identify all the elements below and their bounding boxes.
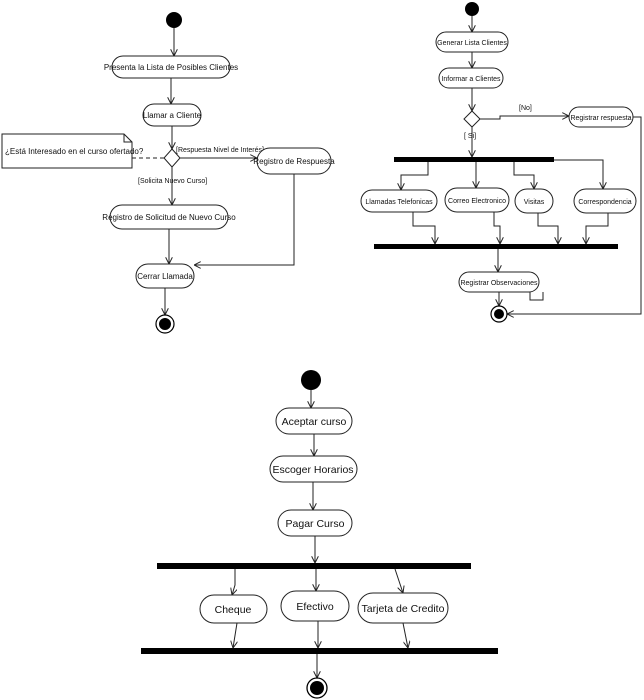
flow-edge: [529, 292, 544, 301]
flow-edge: [480, 116, 569, 120]
final-node-inner: [310, 681, 324, 695]
action-register-notes-label: Registrar Observaciones: [460, 280, 538, 287]
flow-edge: [554, 159, 603, 189]
action-cash: [280, 590, 350, 622]
flow-edge: [493, 212, 500, 244]
join-bar: [374, 244, 618, 249]
flow-edge: [513, 162, 534, 189]
guard-no: [No]: [519, 105, 532, 112]
guard-new-course: [Solicita Nuevo Curso]: [138, 178, 207, 185]
action-inform-clients: [438, 67, 504, 89]
action-inform-clients-label: Informar a Clientes: [441, 76, 501, 83]
flow-edge: [194, 174, 295, 265]
initial-node: [465, 2, 479, 16]
fork-bar: [394, 157, 554, 162]
action-choose-schedule-label: Escoger Horarios: [272, 464, 353, 476]
final-node-inner: [159, 318, 171, 330]
diagram-contact-clients: Presenta la Lista de Posibles Clientes L…: [1, 12, 335, 334]
guard-yes: [ Si]: [464, 133, 476, 140]
final-node-outer: [306, 677, 328, 699]
flow-edge: [394, 568, 403, 593]
action-call-client-label: Llamar a Cliente: [143, 111, 202, 120]
flow-edge: [586, 213, 609, 244]
initial-node: [166, 12, 182, 28]
flow-edge: [401, 162, 429, 190]
diagram-pay-course: Aceptar curso Escoger Horarios Pagar Cur…: [141, 370, 498, 699]
action-mail-label: Correspondencia: [578, 199, 631, 206]
flow-edge: [412, 212, 435, 244]
flow-edge: [507, 116, 642, 314]
final-node-outer: [155, 314, 175, 334]
action-email-label: Correo Electronico: [448, 198, 506, 205]
action-register-request-label: Registro de Solicitud de Nuevo Curso: [102, 213, 236, 222]
action-phone-calls: [360, 189, 438, 213]
flow-edge: [537, 213, 558, 244]
guard-interest-level: [Respuesta Nivel de Interés]: [176, 147, 264, 154]
action-mail: [573, 188, 637, 214]
action-pay-course-label: Pagar Curso: [286, 518, 345, 530]
flow-edge: [232, 569, 235, 595]
final-node-outer: [490, 305, 508, 323]
action-phone-calls-label: Llamadas Telefonicas: [365, 199, 433, 206]
action-end-call-label: Cerrar Llamada: [137, 272, 193, 281]
fork-bar: [157, 563, 471, 569]
action-cash-label: Efectivo: [296, 601, 334, 613]
action-register-response-label: Registrar respuesta: [570, 115, 631, 122]
action-credit-card-label: Tarjeta de Credito: [362, 603, 445, 615]
note-box: [1, 133, 133, 169]
action-visits-label: Visitas: [524, 199, 545, 206]
action-check: [199, 594, 268, 624]
action-email: [444, 187, 510, 213]
action-generate-list-label: Generar Lista Clientes: [437, 40, 507, 47]
note-fold: [123, 134, 132, 143]
diagram-inform-clients: Generar Lista Clientes Informar a Client…: [360, 2, 642, 323]
decision-node: [463, 110, 481, 128]
flow-edge: [233, 622, 237, 648]
action-register-response-label: Registro de Respuesta: [253, 157, 335, 166]
action-present-list-label: Presenta la Lista de Posibles Clientes: [104, 63, 238, 72]
initial-node: [301, 370, 321, 390]
action-check-label: Cheque: [215, 604, 252, 616]
action-accept-course-label: Aceptar curso: [282, 416, 347, 428]
note-label: ¿Está Interesado en el curso ofertado?: [5, 147, 144, 156]
flow-edge: [402, 622, 408, 648]
join-bar: [141, 648, 498, 654]
action-visits: [514, 188, 554, 214]
final-node-inner: [494, 309, 504, 319]
